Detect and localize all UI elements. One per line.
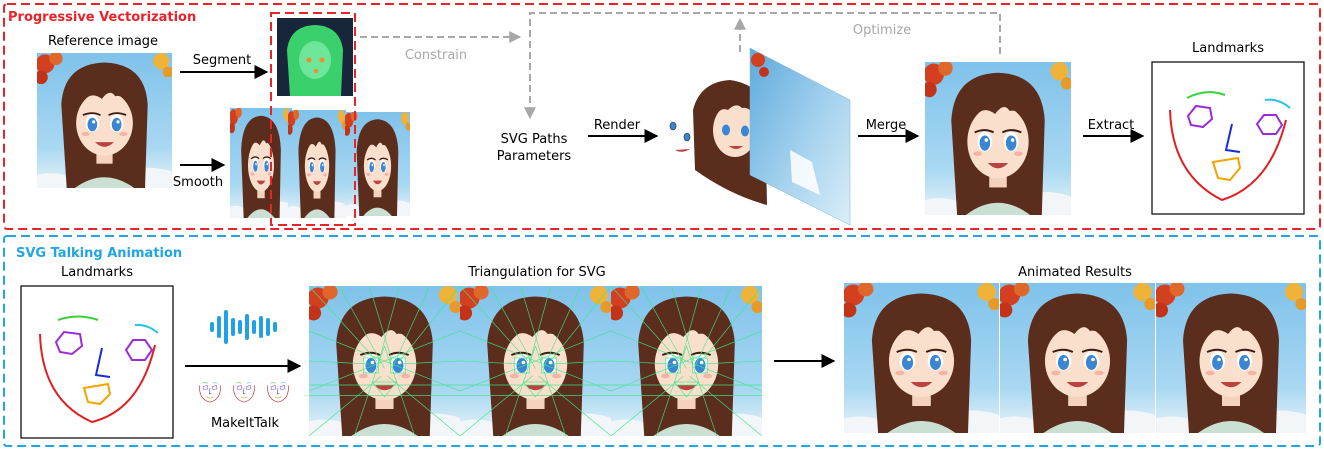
triangulated-image-1	[309, 286, 460, 436]
segment-label: Segment	[193, 53, 252, 68]
audio-waveform-icon	[210, 310, 277, 344]
selected-scale-highlight	[270, 12, 356, 226]
parameters-label: Parameters	[497, 149, 572, 164]
svg-layer-background	[749, 47, 851, 226]
animated-results-label: Animated Results	[1018, 265, 1132, 280]
vectorized-result-image	[925, 62, 1071, 215]
landmarks-bottom-label: Landmarks	[61, 265, 133, 280]
svg-paths-label: SVG Paths	[501, 132, 568, 147]
section-title-progressive-vectorization: Progressive Vectorization	[8, 10, 196, 25]
section-title-svg-talking-animation: SVG Talking Animation	[16, 246, 182, 261]
animated-result-1	[844, 283, 999, 433]
extract-label: Extract	[1088, 118, 1135, 133]
reference-image	[37, 53, 172, 188]
smoothed-image-3	[345, 112, 410, 216]
progressive-vectorization-panel	[3, 3, 1321, 230]
sketch-face-3	[267, 382, 289, 403]
makeittalk-label: MakeItTalk	[211, 416, 280, 431]
reference-image-label: Reference image	[48, 34, 158, 49]
optimize-loop-arrow	[524, 12, 1001, 120]
landmarks-top	[1151, 61, 1305, 215]
triangulated-image-2	[460, 286, 611, 436]
smoothed-image-1	[230, 108, 292, 218]
animated-result-3	[1156, 283, 1306, 433]
sketch-face-2	[233, 382, 255, 403]
triangulated-image-3	[611, 286, 762, 436]
landmarks-bottom	[20, 285, 174, 439]
smoothed-image-2	[288, 110, 346, 218]
svg-talking-animation-panel	[3, 235, 1321, 447]
merge-label: Merge	[866, 118, 907, 133]
svg-layer-eye-parts	[669, 121, 691, 152]
segmentation-mask	[277, 18, 353, 96]
smooth-label: Smooth	[173, 175, 223, 190]
svg-layer-character	[693, 80, 767, 205]
animated-result-2	[1000, 283, 1155, 433]
render-label: Render	[594, 118, 641, 133]
triangulation-label: Triangulation for SVG	[467, 265, 606, 280]
sketch-face-1	[199, 382, 221, 403]
optimize-label: Optimize	[853, 23, 911, 38]
constrain-label: Constrain	[405, 48, 467, 63]
landmarks-top-label: Landmarks	[1192, 41, 1264, 56]
